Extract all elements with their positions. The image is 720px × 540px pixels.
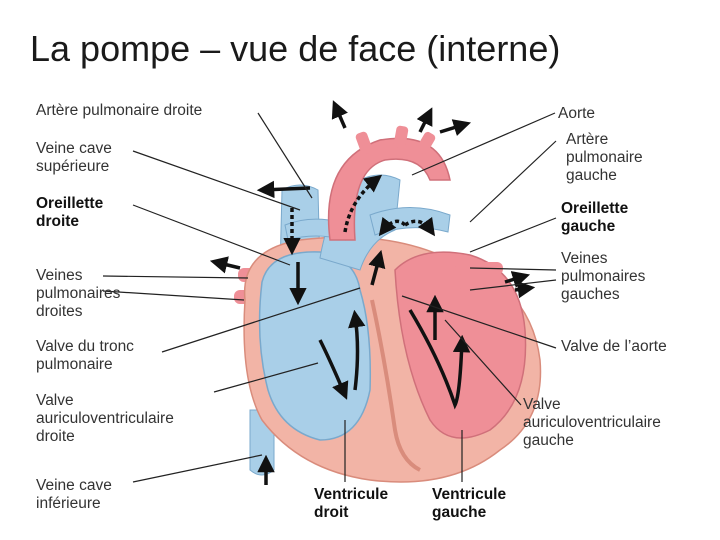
aorta-shape bbox=[327, 137, 451, 241]
label-superior-vena-cava: Veine cave supérieure bbox=[36, 140, 112, 175]
label-left-atrium: Oreillette gauche bbox=[561, 200, 629, 235]
label-right-pulmonary-artery: Artère pulmonaire droite bbox=[36, 102, 203, 119]
leader-lines bbox=[102, 112, 557, 483]
label-right-ventricle: Ventricule droit bbox=[314, 486, 389, 521]
label-pulmonary-valve: Valve du tronc pulmonaire bbox=[36, 338, 134, 373]
slide-title: La pompe – vue de face (interne) bbox=[30, 28, 561, 69]
label-tricuspid-valve: Valve auriculoventriculaire droite bbox=[36, 392, 174, 445]
label-left-pulmonary-artery: Artère pulmonaire gauche bbox=[566, 131, 643, 184]
label-left-pulmonary-veins: Veines pulmonaires gauches bbox=[561, 250, 646, 303]
label-right-pulmonary-veins: Veines pulmonaires droites bbox=[36, 267, 121, 320]
label-aorta: Aorte bbox=[558, 105, 596, 122]
label-inferior-vena-cava: Veine cave inférieure bbox=[36, 477, 112, 512]
label-mitral-valve: Valve auriculoventriculaire gauche bbox=[523, 396, 661, 449]
label-right-atrium: Oreillette droite bbox=[36, 195, 104, 230]
label-aortic-valve: Valve de l’aorte bbox=[561, 338, 667, 355]
blood-flow-arrows bbox=[209, 100, 536, 485]
septum-shape bbox=[370, 299, 421, 472]
label-left-ventricle: Ventricule gauche bbox=[432, 486, 507, 521]
pulmonary-arteries-shape bbox=[369, 207, 451, 236]
